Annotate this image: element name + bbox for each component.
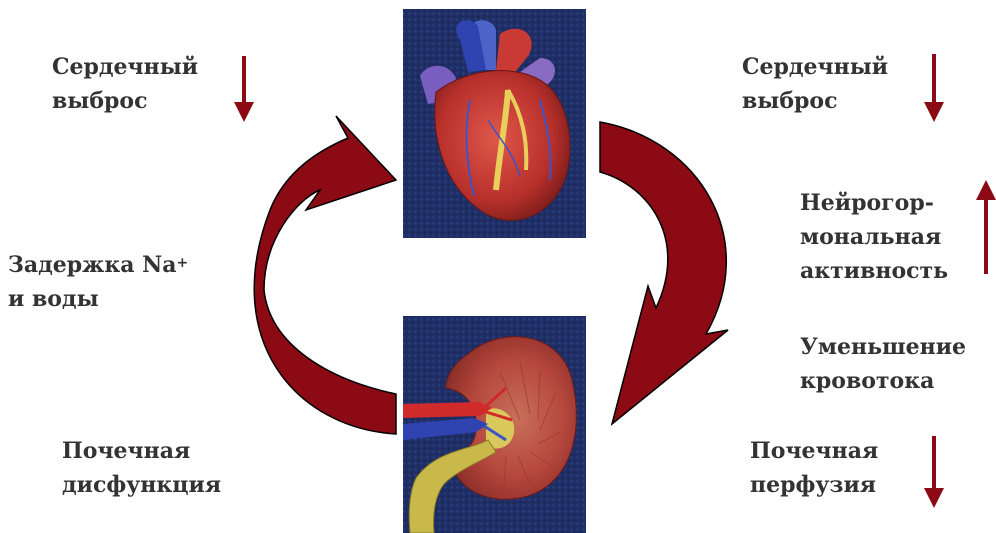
label-line: перфузия [750, 468, 878, 502]
label-line: Сердечный [52, 50, 198, 84]
up-arrow-icon [976, 180, 996, 274]
label-renal-perfusion: Почечная перфузия [750, 434, 878, 502]
label-neurohormonal-activity: Нейрогор- мональная активность [800, 186, 948, 288]
label-line: мональная [800, 220, 948, 254]
label-line: Нейрогор- [800, 186, 948, 220]
label-line: Задержка Na+ [8, 248, 188, 282]
label-reduced-blood-flow: Уменьшение кровотока [800, 330, 966, 398]
label-line: кровотока [800, 364, 966, 398]
arrow-kidney-to-heart [254, 116, 396, 434]
label-line: выброс [742, 84, 888, 118]
label-line: выброс [52, 84, 198, 118]
superscript-plus: + [177, 255, 189, 271]
label-line: дисфункция [62, 468, 221, 502]
down-arrow-icon [924, 436, 944, 508]
label-line: Уменьшение [800, 330, 966, 364]
label-line: и воды [8, 282, 188, 316]
label-cardiac-output-left: Сердечный выброс [52, 50, 198, 118]
label-text: Задержка Na [8, 252, 177, 278]
arrow-heart-to-kidney [600, 122, 728, 424]
label-line: Почечная [62, 434, 221, 468]
label-line: Сердечный [742, 50, 888, 84]
label-cardiac-output-right: Сердечный выброс [742, 50, 888, 118]
down-arrow-icon [234, 56, 254, 122]
kidney-illustration [403, 316, 586, 533]
label-renal-dysfunction: Почечная дисфункция [62, 434, 221, 502]
label-sodium-water-retention: Задержка Na+ и воды [8, 248, 188, 316]
down-arrow-icon [924, 54, 944, 122]
heart-illustration [403, 9, 586, 238]
label-line: активность [800, 254, 948, 288]
label-line: Почечная [750, 434, 878, 468]
